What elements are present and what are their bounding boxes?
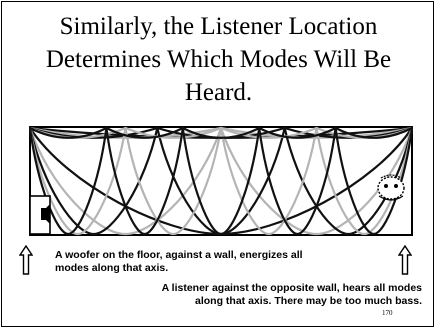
speaker-icon: [30, 196, 50, 234]
slide: Similarly, the Listener Location Determi…: [1, 1, 434, 327]
listener-caption-line-2: along that axis. There may be too much b…: [122, 295, 422, 308]
listener-caption: A listener against the opposite wall, he…: [122, 282, 422, 308]
woofer-caption-line-2: modes along that axis.: [55, 262, 355, 275]
room-modes-diagram: [29, 126, 413, 236]
woofer-caption: A woofer on the floor, against a wall, e…: [55, 249, 355, 275]
slide-number: 170: [382, 309, 393, 317]
title-line-3: Heard.: [2, 76, 435, 109]
up-arrow-icon: [398, 245, 412, 275]
slide-title: Similarly, the Listener Location Determi…: [2, 10, 435, 109]
title-line-1: Similarly, the Listener Location: [2, 10, 435, 43]
room-outline: [30, 127, 412, 235]
up-arrow-icon: [19, 245, 33, 275]
listener-caption-line-1: A listener against the opposite wall, he…: [122, 282, 422, 295]
woofer-caption-line-1: A woofer on the floor, against a wall, e…: [55, 249, 355, 262]
title-line-2: Determines Which Modes Will Be: [2, 43, 435, 76]
